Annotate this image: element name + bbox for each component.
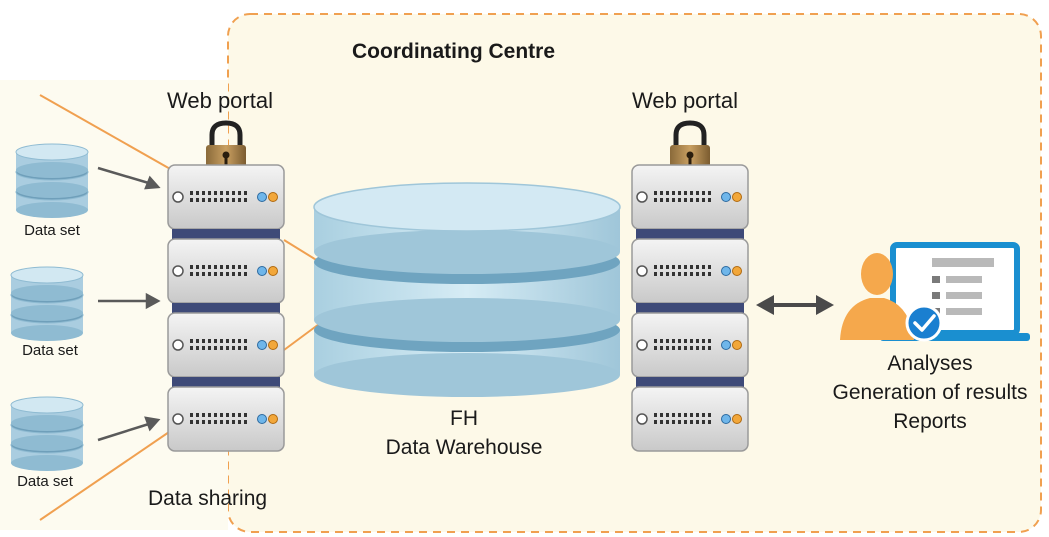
dataset-arrows: [97, 166, 161, 442]
right-web-portal-label: Web portal: [632, 88, 738, 113]
warehouse-label-line1: FH: [450, 407, 478, 430]
right-server-stack: [631, 120, 749, 452]
dataset-icon: [10, 396, 84, 471]
outputs-label: Analyses Generation of results Reports: [810, 349, 1049, 436]
coordinating-centre-title: Coordinating Centre: [352, 40, 555, 63]
arrow-head-icon: [144, 175, 161, 190]
dataset-icons: [10, 143, 89, 471]
arrow-head-icon: [144, 416, 161, 432]
data-warehouse-cylinder: [313, 182, 621, 397]
check-icon: [905, 304, 943, 342]
outputs-line-analyses: Analyses: [887, 352, 973, 375]
left-server-stack: [167, 120, 285, 452]
left-web-portal-label: Web portal: [167, 88, 273, 113]
dataset-label: Data set: [22, 342, 78, 359]
server-unit: [167, 303, 285, 378]
server-unit: [167, 377, 285, 452]
dataset-icon: [10, 266, 84, 341]
server-unit: [631, 229, 749, 304]
bidirectional-arrow-icon: [756, 295, 834, 315]
server-unit: [167, 164, 285, 230]
warehouse-label-line2: Data Warehouse: [385, 436, 543, 459]
server-unit: [631, 303, 749, 378]
server-unit: [167, 229, 285, 304]
dataset-label: Data set: [24, 222, 80, 239]
server-unit: [631, 164, 749, 230]
dataset-label: Data set: [17, 473, 73, 490]
outputs-line-results: Generation of results: [832, 381, 1028, 404]
outputs-line-reports: Reports: [893, 410, 967, 433]
server-unit: [631, 377, 749, 452]
arrow-head-icon: [145, 292, 161, 310]
dataset-icon: [15, 143, 89, 218]
user-icon: [840, 253, 914, 340]
warehouse-label: FH Data Warehouse: [354, 404, 574, 462]
data-sharing-label: Data sharing: [148, 487, 268, 510]
